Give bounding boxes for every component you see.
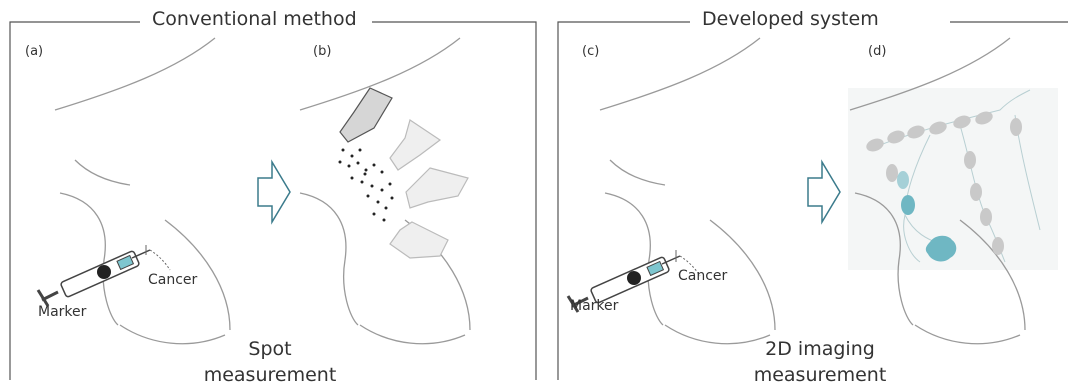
body-outline-a <box>55 38 230 344</box>
sublabel-b: (b) <box>313 44 331 59</box>
left-caption: Spot measurement <box>185 336 355 388</box>
left-caption-line1: Spot <box>185 336 355 362</box>
diagram-canvas <box>0 0 1068 380</box>
body-outline-c <box>600 38 775 344</box>
cancer-label-a: Cancer <box>148 272 197 288</box>
sublabel-c: (c) <box>582 44 599 59</box>
cancer-label-c: Cancer <box>678 268 727 284</box>
sublabel-a: (a) <box>25 44 43 59</box>
marker-label-a: Marker <box>38 304 86 320</box>
flow-arrow-1 <box>258 162 290 222</box>
left-panel-title: Conventional method <box>142 8 367 30</box>
flow-arrow-2 <box>808 162 840 222</box>
right-caption-line1: 2D imaging <box>725 336 915 362</box>
right-caption-line2: measurement <box>725 362 915 388</box>
right-caption: 2D imaging measurement <box>725 336 915 388</box>
left-caption-line2: measurement <box>185 362 355 388</box>
emission-dots <box>339 149 394 222</box>
probe-active <box>340 88 392 142</box>
marker-label-c: Marker <box>570 298 618 314</box>
probe-ghost-2 <box>406 168 468 208</box>
probe-ghost-3 <box>390 222 448 258</box>
sublabel-d: (d) <box>868 44 886 59</box>
right-panel-title: Developed system <box>692 8 889 30</box>
probe-ghost-1 <box>390 120 440 170</box>
